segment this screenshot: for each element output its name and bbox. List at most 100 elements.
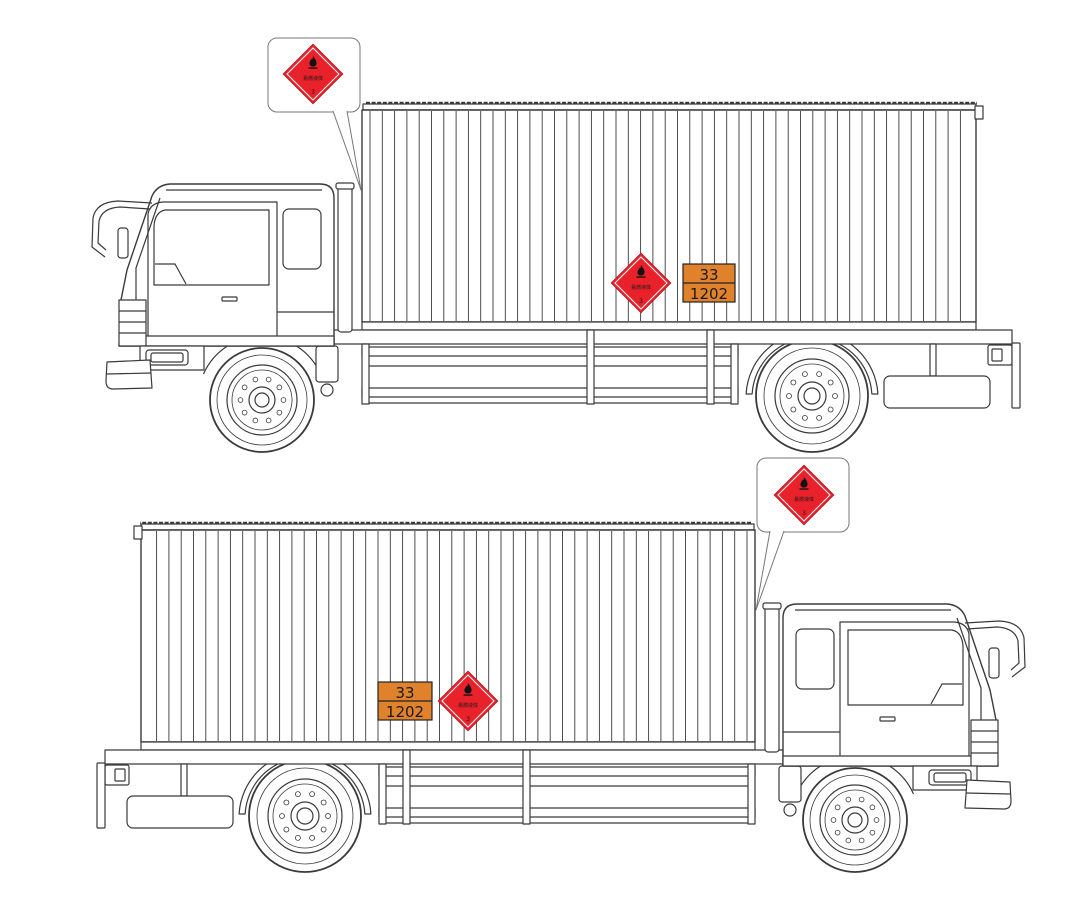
lug-nut [873, 817, 880, 823]
lug-nut [816, 371, 823, 378]
guard-lower-rail [361, 387, 739, 398]
callout-pointer [332, 110, 362, 191]
front-bumper [105, 359, 153, 390]
guard-lower-rail [378, 807, 756, 818]
cargo-box-sill [361, 321, 977, 331]
lug-nut [283, 799, 290, 806]
hazard-class-label: 易燃液体 [794, 496, 814, 503]
hazard-class-label: 易燃液体 [303, 75, 323, 82]
cab-step [139, 335, 335, 347]
cargo-roof-rail [362, 103, 977, 111]
lug-nut [280, 397, 287, 403]
side-mirror-arm-inner [97, 206, 151, 251]
headlight-lens [150, 352, 184, 363]
side-mirror-arm [964, 620, 1026, 678]
placards: 易燃液体 3 易燃液体 3 33 1202 [282, 43, 835, 732]
door-window-vent [155, 263, 187, 285]
lug-nut [827, 406, 834, 413]
guard-post [522, 749, 531, 825]
cab-step [782, 755, 978, 767]
flame-base [308, 67, 318, 69]
flame-icon [636, 265, 646, 278]
rear-toolbox [126, 795, 234, 829]
door-window [847, 629, 964, 706]
guard-post [747, 763, 756, 825]
headlight-lens [933, 772, 967, 783]
lug-nut [845, 837, 852, 844]
rear-quarter-window [795, 628, 835, 690]
flame-shape [800, 477, 808, 488]
lug-nut [830, 817, 837, 823]
lug-nut [265, 417, 272, 424]
flame-base [636, 276, 646, 278]
lug-nut [276, 384, 283, 391]
cargo-box [361, 101, 984, 331]
lug-nut [309, 791, 316, 798]
lug-nut [252, 417, 259, 424]
side-mirror-head [117, 227, 129, 259]
hazard-class-number: 3 [466, 716, 470, 723]
diamond-background [610, 252, 672, 314]
door-handle [879, 716, 896, 722]
guard-upper-rail [378, 766, 756, 777]
cargo-box [133, 521, 756, 751]
cargo-box-wall [361, 109, 977, 323]
grille-slats [971, 730, 998, 754]
lug-nut [790, 379, 797, 386]
side-mirror-head [988, 647, 1000, 679]
rear-bumper-post [96, 762, 106, 829]
lug-nut [320, 826, 327, 833]
rear-bumper-post [1011, 342, 1021, 409]
side-underrun-guard [378, 749, 756, 825]
front-grille [970, 719, 999, 767]
lug-nut [309, 834, 316, 841]
front-wheel [802, 767, 908, 873]
cargo-roof-rail [140, 523, 755, 531]
door-window-vent [930, 683, 962, 705]
diamond-inner-border [614, 256, 668, 310]
air-tank [315, 345, 339, 383]
air-tank [778, 765, 802, 803]
un-orange-panel-bottom: 33 1202 [377, 681, 433, 721]
cargo-box-sill [140, 741, 756, 751]
cargo-corner-cap [133, 525, 143, 540]
lug-nut [252, 376, 259, 383]
cab-door [839, 621, 970, 758]
lug-nut [845, 796, 852, 803]
hazard-class-label: 易燃液体 [631, 284, 651, 291]
suspension-bushing [320, 383, 334, 397]
grille-slats [119, 310, 146, 334]
flame-shape [637, 265, 645, 276]
lug-nut [869, 804, 876, 811]
exhaust-stack [764, 605, 780, 753]
lug-nut [790, 406, 797, 413]
lug-nut [279, 813, 285, 819]
flame-base [799, 488, 809, 490]
toolbox-bracket [929, 343, 937, 377]
hazard-identification-number: 33 [395, 684, 414, 702]
hazard-class-number: 3 [311, 89, 315, 96]
lug-nut [858, 837, 865, 844]
diamond-inner-border [777, 468, 831, 522]
lug-nut [827, 379, 834, 386]
guard-post [586, 329, 595, 405]
diamond-background [282, 43, 344, 105]
front-bumper [964, 779, 1012, 810]
rear-light-lens [114, 768, 126, 782]
guard-post [402, 749, 411, 825]
diamond-background [437, 670, 499, 732]
lug-nut [265, 376, 272, 383]
flame-icon [308, 56, 318, 69]
flame-icon [463, 683, 473, 696]
lug-nut [801, 414, 808, 421]
hazard-diamond-callout-bottom: 易燃液体 3 [773, 464, 835, 526]
hub-cap [847, 812, 863, 828]
guard-post [361, 343, 370, 405]
lug-nut [241, 384, 248, 391]
bumper-line [106, 372, 152, 375]
flame-shape [309, 56, 317, 67]
door-handle [221, 296, 238, 302]
suspension-bushing [783, 803, 797, 817]
side-mirror-arm-inner [966, 626, 1020, 671]
